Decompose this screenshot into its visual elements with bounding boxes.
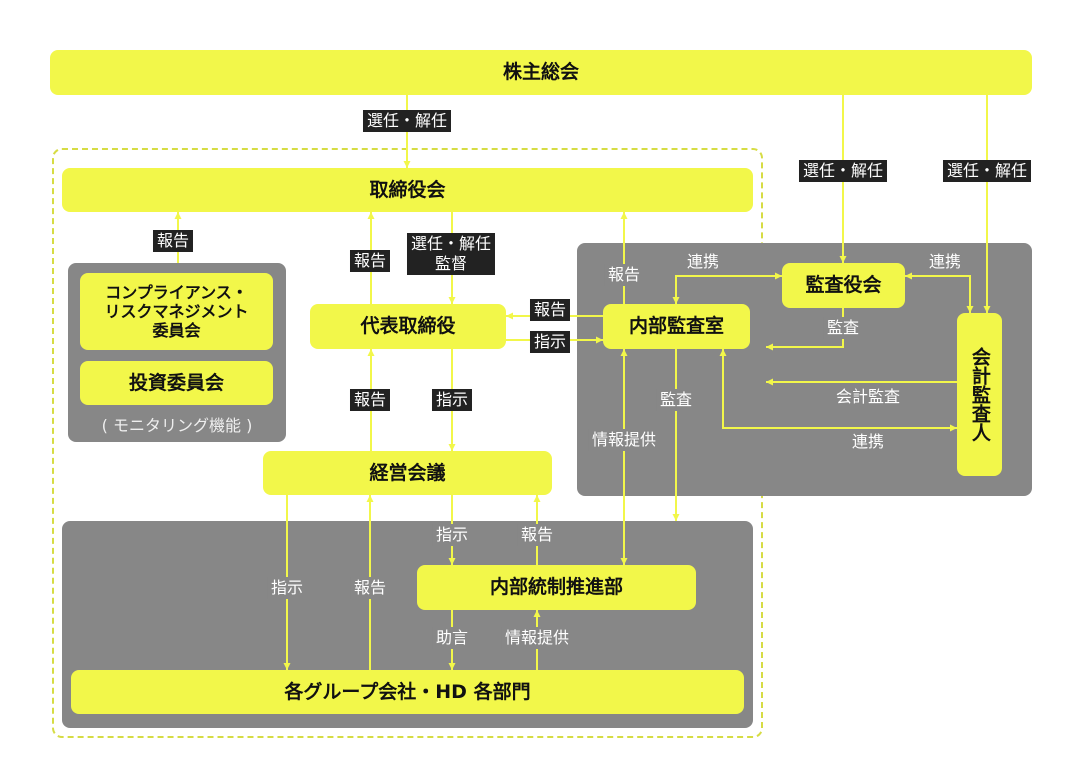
label-audit-acc-coop: 連携 bbox=[928, 252, 962, 271]
node-label: 代表取締役 bbox=[360, 315, 456, 338]
monitoring-caption: ( モニタリング機能 ) bbox=[101, 416, 253, 435]
label-ia-board-report: 報告 bbox=[604, 264, 644, 286]
label-sh-accountant: 選任・解任 bbox=[942, 160, 1032, 182]
node-group-companies: 各グループ会社・HD 各部門 bbox=[71, 670, 744, 714]
node-label: 各グループ会社・HD 各部門 bbox=[284, 680, 531, 703]
label-ia-audit-coop: 連携 bbox=[686, 252, 720, 271]
line-audit-acc-coop bbox=[905, 272, 974, 313]
label-comm-report: 報告 bbox=[152, 230, 194, 252]
node-board: 取締役会 bbox=[62, 168, 753, 212]
node-internal-audit: 内部監査室 bbox=[603, 304, 750, 349]
label-audit-audit: 監査 bbox=[823, 317, 863, 339]
node-compliance: コンプライアンス・ リスクマネジメント 委員会 bbox=[80, 273, 273, 350]
label-mgmt-ic-instruct: 指示 bbox=[432, 524, 472, 546]
node-investment: 投資委員会 bbox=[80, 361, 273, 405]
node-label: 会計監査人 bbox=[968, 347, 991, 442]
label-mgmt-report: 報告 bbox=[349, 389, 391, 411]
node-label: 取締役会 bbox=[369, 178, 446, 201]
label-ic-advice: 助言 bbox=[432, 627, 472, 649]
label-rep-ia-instruct: 指示 bbox=[529, 331, 571, 353]
node-label: 投資委員会 bbox=[128, 371, 224, 394]
label-group-mgmt-report: 報告 bbox=[350, 577, 390, 599]
label-ia-acc-coop: 連携 bbox=[851, 432, 885, 451]
label-ia-audit: 監査 bbox=[656, 389, 696, 411]
node-shareholders: 株主総会 bbox=[50, 50, 1032, 95]
label-ia-report: 報告 bbox=[529, 299, 571, 321]
label-rep-instruct: 指示 bbox=[431, 389, 473, 411]
label-mgmt-group-instruct: 指示 bbox=[267, 577, 307, 599]
label-ic-mgmt-report: 報告 bbox=[517, 524, 557, 546]
label-rep-report: 報告 bbox=[349, 250, 391, 272]
node-label: 経営会議 bbox=[369, 461, 446, 484]
node-audit-board: 監査役会 bbox=[782, 263, 905, 308]
label-board-rep: 選任・解任 監督 bbox=[406, 233, 496, 275]
label-sh-board: 選任・解任 bbox=[362, 110, 452, 132]
node-label: 内部監査室 bbox=[628, 315, 724, 338]
line-ia-acc-coop bbox=[719, 349, 957, 432]
node-internal-control: 内部統制推進部 bbox=[417, 565, 696, 610]
node-label: 内部統制推進部 bbox=[489, 576, 623, 599]
line-ia-audit-coop bbox=[672, 272, 782, 304]
node-label: コンプライアンス・ リスクマネジメント 委員会 bbox=[104, 282, 249, 341]
label-group-info: 情報提供 bbox=[501, 627, 573, 649]
node-label: 株主総会 bbox=[502, 61, 579, 84]
node-label: 監査役会 bbox=[805, 274, 882, 297]
node-representative: 代表取締役 bbox=[310, 304, 506, 349]
label-acc-audit: 会計監査 bbox=[835, 387, 901, 406]
label-info-provide: 情報提供 bbox=[588, 429, 660, 451]
label-sh-audit: 選任・解任 bbox=[798, 160, 888, 182]
node-management-meeting: 経営会議 bbox=[263, 451, 552, 495]
node-accounting-auditor: 会計監査人 bbox=[957, 313, 1002, 476]
